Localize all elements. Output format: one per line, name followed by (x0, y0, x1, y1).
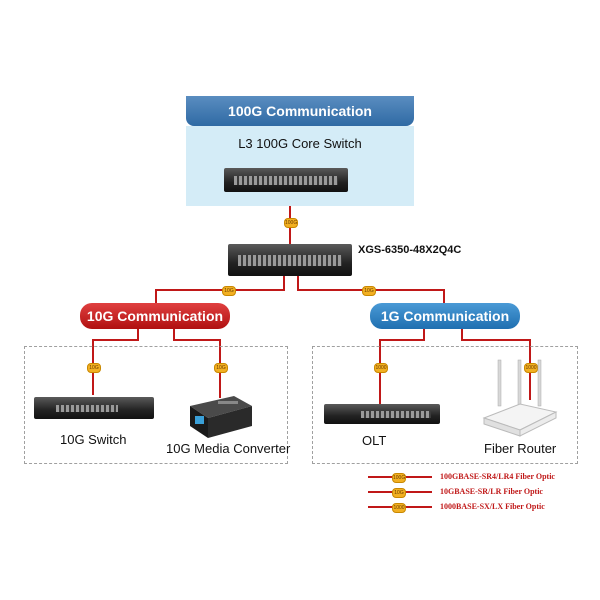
legend-label-10g: 10GBASE-SR/LR Fiber Optic (440, 487, 543, 496)
header-100g-communication: 100G Communication (186, 96, 414, 126)
main-switch-model: XGS-6350-48X2Q4C (358, 244, 462, 256)
olt-device (324, 404, 440, 424)
ten-g-switch-label: 10G Switch (60, 432, 127, 447)
ten-g-switch-device (34, 397, 154, 419)
section-1g-communication: 1G Communication (370, 303, 520, 329)
badge-10g-switch: 10G (87, 363, 101, 373)
fiber-router-icon (482, 359, 558, 437)
legend-badge-100g: 100G (392, 473, 406, 483)
badge-100g: 100G (284, 218, 298, 228)
line-main-to-10g (155, 276, 285, 303)
legend-badge-10g: 10G (392, 488, 406, 498)
olt-label: OLT (362, 433, 387, 448)
badge-1000-olt: 1000 (374, 363, 388, 373)
one-g-device-group (312, 346, 578, 464)
core-switch-label: L3 100G Core Switch (238, 136, 362, 151)
section-10g-communication: 10G Communication (80, 303, 230, 329)
badge-10g-main-right: 10G (362, 286, 376, 296)
legend-label-100g: 100GBASE-SR4/LR4 Fiber Optic (440, 472, 555, 481)
badge-10g-main: 10G (222, 286, 236, 296)
ten-g-device-group (24, 346, 288, 464)
core-switch-device (224, 168, 348, 192)
legend-label-1000: 1000BASE-SX/LX Fiber Optic (440, 502, 545, 511)
main-switch-device (228, 244, 352, 276)
fiber-router-label: Fiber Router (484, 441, 557, 456)
legend-badge-1000: 1000 (392, 503, 406, 513)
badge-10g-converter: 10G (214, 363, 228, 373)
media-converter-label: 10G Media Converter (166, 441, 291, 456)
core-panel (186, 126, 414, 206)
badge-1000-router: 1000 (524, 363, 538, 373)
media-converter-icon (190, 396, 252, 438)
